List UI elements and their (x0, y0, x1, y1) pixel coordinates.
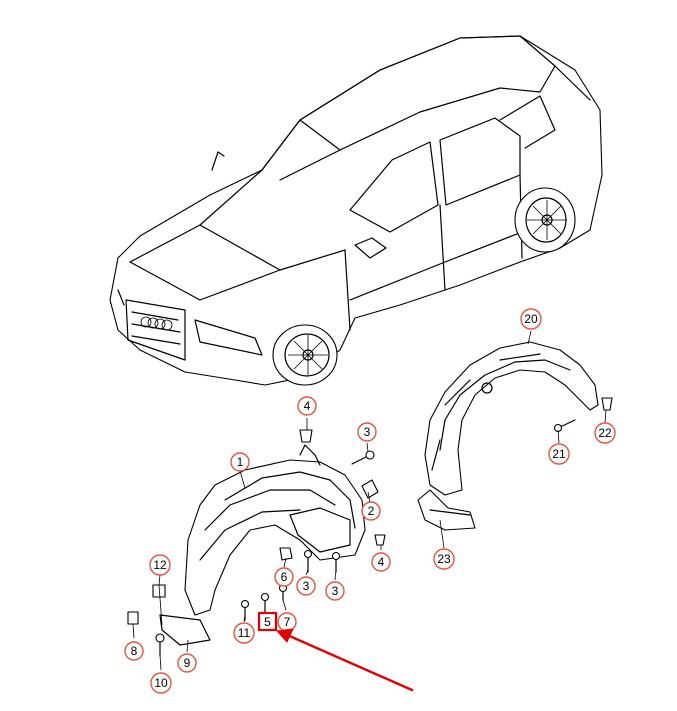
leader-lines (132, 330, 607, 671)
callout-3-top: 3 (357, 422, 377, 442)
svg-text:8: 8 (131, 644, 138, 658)
svg-text:23: 23 (437, 552, 451, 566)
callout-6: 6 (274, 567, 294, 587)
callout-12: 12 (149, 554, 171, 576)
svg-text:3: 3 (332, 584, 339, 598)
callout-22: 22 (594, 422, 616, 444)
highlight-arrow (275, 628, 414, 692)
svg-text:20: 20 (524, 312, 538, 326)
callout-4-right: 4 (371, 552, 391, 572)
callout-5-highlighted: 5 (257, 611, 278, 632)
car-illustration (109, 35, 603, 386)
svg-text:21: 21 (552, 447, 566, 461)
svg-text:5: 5 (264, 615, 271, 629)
svg-text:4: 4 (304, 399, 311, 413)
rear-wheelhouse-liner (417, 341, 599, 531)
callout-3-bottom-left: 3 (296, 576, 316, 596)
callout-7: 7 (277, 612, 297, 632)
logo-rings (140, 316, 173, 331)
callout-11: 11 (233, 622, 255, 644)
svg-text:9: 9 (184, 656, 191, 670)
callout-9: 9 (177, 653, 197, 673)
svg-text:1: 1 (237, 455, 244, 469)
front-wheelhouse-liner (159, 444, 366, 646)
callout-8: 8 (124, 641, 144, 661)
svg-text:7: 7 (284, 615, 291, 629)
rear-wheel (514, 187, 576, 253)
svg-text:10: 10 (154, 676, 168, 690)
svg-text:6: 6 (281, 570, 288, 584)
callout-20: 20 (520, 308, 542, 330)
callout-3-bottom-right: 3 (325, 581, 345, 601)
callout-10: 10 (150, 672, 172, 694)
svg-text:2: 2 (368, 504, 375, 518)
svg-text:3: 3 (303, 579, 310, 593)
callout-21: 21 (548, 443, 570, 465)
svg-text:4: 4 (378, 555, 385, 569)
callout-4-top: 4 (297, 396, 317, 416)
svg-text:22: 22 (598, 426, 612, 440)
front-wheel (272, 324, 338, 386)
callout-2: 2 (361, 501, 381, 521)
callout-1: 1 (230, 452, 250, 472)
svg-text:3: 3 (364, 425, 371, 439)
svg-text:12: 12 (153, 558, 167, 572)
callouts: 1 2 3 3 3 4 4 4 6 7 8 9 10 11 12 20 21 2… (124, 308, 616, 694)
callout-23: 23 (433, 548, 455, 570)
fasteners (127, 397, 613, 656)
svg-text:11: 11 (238, 626, 251, 640)
